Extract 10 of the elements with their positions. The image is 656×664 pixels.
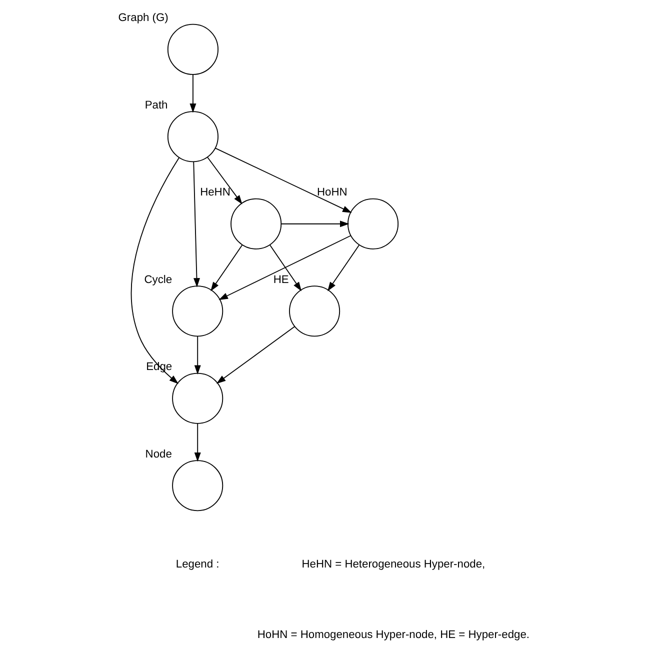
node-label: Graph (G): [118, 12, 168, 24]
label: HeHN = Heterogeneous Hyper-node,: [302, 558, 486, 570]
node-label: Cycle: [144, 274, 172, 286]
node-label: Path: [144, 99, 168, 112]
node-label: Node: [145, 448, 172, 460]
node-label: HE: [273, 274, 289, 286]
node-label: HoHN: [317, 186, 348, 199]
node-label: HeHN: [200, 186, 230, 199]
label: Legend :: [176, 558, 220, 570]
label: HoHN = Homogeneous Hyper-node, HE = Hyper-edge.: [257, 628, 530, 641]
